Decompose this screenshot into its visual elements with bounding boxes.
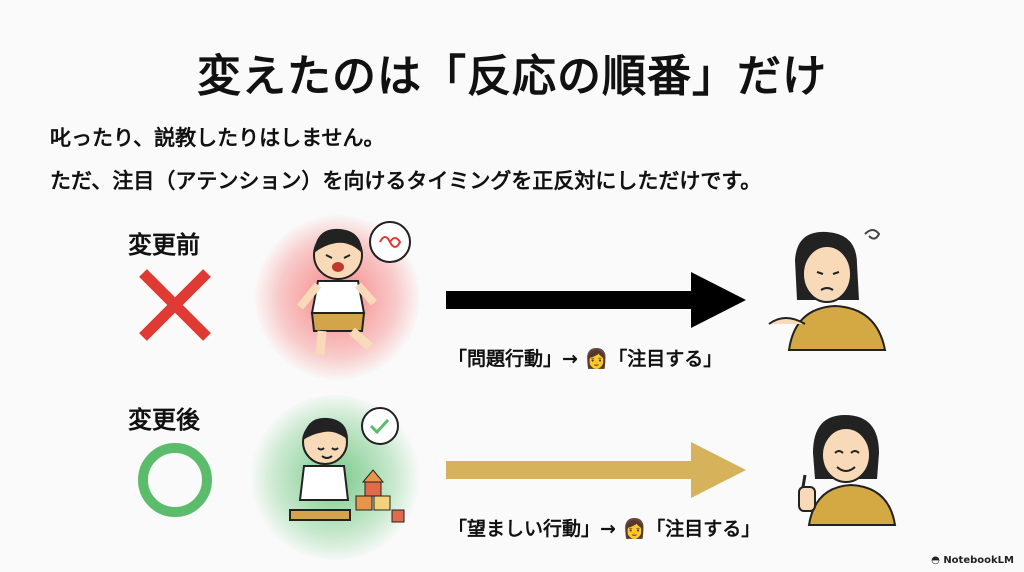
notebooklm-brand: ◓ NotebookLM xyxy=(931,555,1014,566)
after-arrow xyxy=(446,442,746,498)
brand-text: NotebookLM xyxy=(943,555,1014,566)
worried-mother-illustration xyxy=(768,229,887,351)
playing-child-illustration xyxy=(289,407,405,523)
notebooklm-logo-icon: ◓ xyxy=(931,555,944,566)
crying-child-illustration xyxy=(296,221,411,356)
before-label: 変更前 xyxy=(128,231,200,259)
subtitle-line-1: 叱ったり、説教したりはしません。 xyxy=(50,126,385,150)
circle-ok-icon xyxy=(138,443,212,517)
slide-title: 変えたのは「反応の順番」だけ xyxy=(197,51,827,102)
smiling-mother-illustration xyxy=(798,415,897,526)
before-caption: 「問題行動」→ 👩「注目する」 xyxy=(448,348,723,370)
cross-icon xyxy=(139,269,211,341)
after-label: 変更後 xyxy=(128,406,200,434)
before-arrow xyxy=(446,272,746,328)
subtitle-line-2: ただ、注目（アテンション）を向けるタイミングを正反対にしただけです。 xyxy=(50,169,762,193)
after-caption: 「望ましい行動」→ 👩「注目する」 xyxy=(448,518,761,540)
